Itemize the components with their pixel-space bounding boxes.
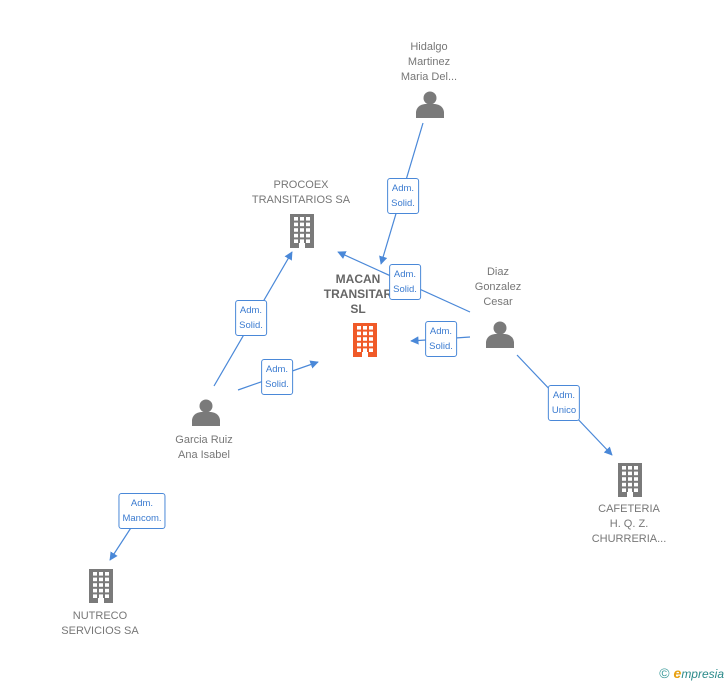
node-label-line: CAFETERIA: [598, 503, 660, 515]
building-icon-cafeteria[interactable]: [618, 463, 642, 497]
edge-label-line: Adm.: [429, 326, 453, 337]
footer-brand[interactable]: ©empresia: [659, 665, 724, 681]
edge-label-line: Adm.: [239, 305, 263, 316]
person-icon-diaz[interactable]: [486, 321, 514, 349]
node-label-procoex[interactable]: PROCOEX TRANSITARIOS SA: [252, 178, 350, 208]
edge-label-garcia-to-procoex[interactable]: Adm. Solid.: [235, 300, 267, 336]
node-label-line: Maria Del...: [400, 71, 458, 83]
edge-label-line: Solid.: [429, 341, 453, 352]
node-label-line: Hidalgo: [410, 41, 448, 53]
copyright-icon: ©: [659, 665, 670, 681]
edge-label-garcia-to-macan[interactable]: Adm. Solid.: [261, 359, 293, 395]
node-label-line: Gonzalez: [474, 281, 522, 293]
node-label-line: Cesar: [483, 296, 513, 308]
edge-label-line: Solid.: [393, 284, 417, 295]
edge-label-line: Adm.: [130, 498, 154, 509]
node-label-line: Diaz: [486, 266, 510, 278]
edge-label-diaz-to-procoex[interactable]: Adm. Solid.: [389, 264, 421, 300]
node-label-line: H. Q. Z.: [609, 518, 649, 530]
person-icon-hidalgo[interactable]: [416, 91, 444, 119]
icons-layer: [89, 91, 642, 603]
brand-initial: e: [673, 665, 682, 681]
node-label-line: TRANSITAR: [323, 287, 393, 301]
edge-label-line: Adm.: [393, 269, 417, 280]
node-label-line: SL: [350, 302, 366, 316]
edge-label-garcia-to-nutreco[interactable]: Adm. Mancom.: [118, 493, 166, 529]
edge-label-diaz-to-macan[interactable]: Adm. Solid.: [425, 321, 457, 357]
edge-label-line: Adm.: [552, 390, 576, 401]
edge-label-line: Mancom.: [122, 513, 162, 524]
edge-label-line: Adm.: [391, 183, 415, 194]
person-icon-garcia[interactable]: [192, 399, 220, 427]
node-label-line: Ana Isabel: [178, 449, 230, 461]
edge-label-line: Solid.: [239, 320, 263, 331]
building-icon-macan[interactable]: [353, 323, 377, 357]
edge-label-line: Solid.: [265, 379, 289, 390]
edge-label-hidalgo-to-macan[interactable]: Adm. Solid.: [387, 178, 419, 214]
edge-label-line: Solid.: [391, 198, 415, 209]
edge-label-line: Adm.: [265, 364, 289, 375]
node-label-line: SERVICIOS SA: [61, 625, 139, 637]
node-label-line: Garcia Ruiz: [175, 434, 233, 446]
brand-name: mpresia: [681, 667, 724, 681]
node-label-line: MACAN: [335, 272, 381, 286]
building-icon-procoex[interactable]: [290, 214, 314, 248]
edge-label-line: Unico: [551, 405, 577, 416]
edge-label-diaz-to-cafeteria[interactable]: Adm. Unico: [547, 385, 581, 421]
node-label-line: PROCOEX: [273, 179, 329, 191]
building-icon-nutreco[interactable]: [89, 569, 113, 603]
node-label-line: NUTRECO: [72, 610, 128, 622]
node-label-line: TRANSITARIOS SA: [251, 194, 351, 206]
node-label-nutreco[interactable]: NUTRECO SERVICIOS SA: [61, 609, 138, 639]
node-label-line: CHURRERIA...: [591, 533, 667, 545]
node-label-line: Martinez: [407, 56, 451, 68]
node-label-cafeteria[interactable]: CAFETERIA H. Q. Z. CHURRERIA...: [592, 502, 667, 547]
